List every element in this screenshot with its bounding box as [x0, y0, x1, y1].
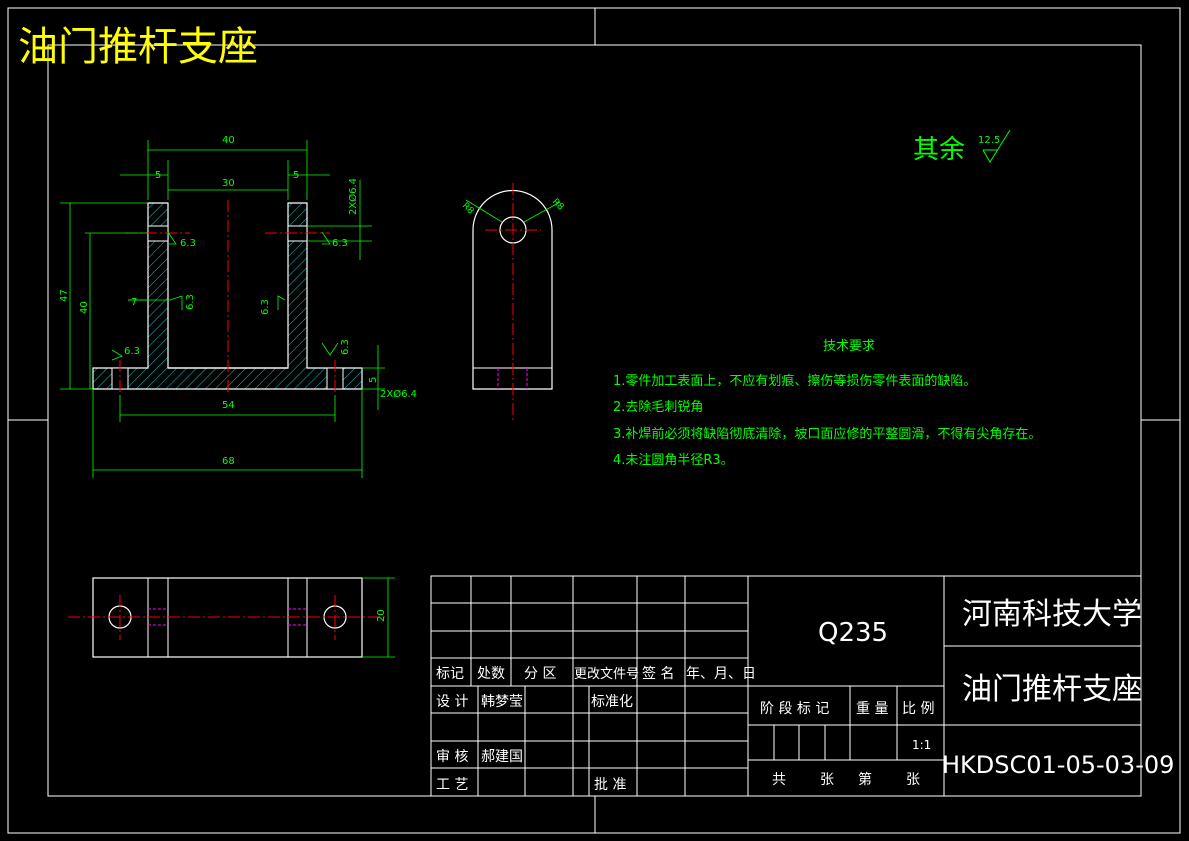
dim-40-vertical: 40 [79, 301, 90, 314]
tech-item-1: 1.零件加工表面上，不应有划痕、擦伤等损伤零件表面的缺陷。 [613, 373, 976, 389]
tb-approve-label: 批 准 [594, 777, 626, 793]
tb-sheets-total: 共 [772, 772, 786, 788]
tb-scale: 1:1 [912, 738, 931, 752]
tb-header-zone: 分 区 [524, 666, 556, 682]
surface-mark-1: 6.3 [180, 238, 196, 249]
tb-header-mark: 标记 [436, 666, 464, 682]
surface-mark-3: 6.3 [185, 294, 196, 310]
surface-mark-2: 6.3 [332, 238, 348, 249]
tb-check-label: 审 核 [436, 749, 468, 765]
roughness-symbol [982, 129, 1011, 163]
surface-mark-5: 6.3 [124, 346, 140, 357]
tb-checker: 郝建国 [481, 749, 523, 765]
tb-std-label: 标准化 [591, 694, 633, 710]
surface-mark-6: 6.3 [340, 339, 351, 355]
dim-20: 20 [376, 609, 387, 622]
tb-header-date: 年、月、日 [686, 666, 756, 682]
title-block [430, 575, 1142, 797]
tb-material: Q235 [818, 618, 888, 648]
dim-40: 40 [222, 135, 235, 146]
dim-5-right: 5 [293, 170, 299, 181]
tb-scale-label: 比 例 [902, 701, 934, 717]
tb-designer: 韩梦莹 [481, 694, 523, 710]
dim-68: 68 [222, 456, 235, 467]
dim-47: 47 [59, 289, 70, 302]
tech-item-4: 4.未注圆角半径R3。 [613, 453, 734, 468]
top-view: 20 [68, 577, 395, 658]
side-view: R8 R8 [460, 183, 566, 420]
tech-title: 技术要求 [823, 339, 875, 354]
dim-5-vertical: 5 [368, 377, 379, 383]
tech-item-3: 3.补焊前必须将缺陷彻底清除，坡口面应修的平整圆滑，不得有尖角存在。 [613, 426, 1041, 442]
dim-hole-bottom: 2XØ6.4 [380, 388, 417, 400]
dim-30: 30 [222, 178, 235, 189]
tb-header-sign: 签 名 [642, 665, 674, 682]
tb-school: 河南科技大学 [962, 597, 1142, 632]
dim-7: 7 [131, 297, 137, 308]
tb-sheets-no: 第 [858, 771, 872, 788]
dim-hole-top: 2XØ6.4 [347, 178, 359, 215]
tb-sheets-unit2: 张 [906, 772, 920, 788]
tb-process-label: 工 艺 [436, 777, 468, 793]
tech-requirements: 技术要求 1.零件加工表面上，不应有划痕、擦伤等损伤零件表面的缺陷。 2.去除毛… [613, 339, 1041, 468]
surface-mark-4: 6.3 [260, 299, 271, 315]
side-radius-right: R8 [550, 197, 566, 213]
tb-weight-label: 重 量 [856, 701, 888, 717]
dim-54: 54 [222, 400, 235, 411]
dim-5-left: 5 [155, 170, 161, 181]
roughness-label: 其余 [913, 135, 965, 165]
tb-stage-label: 阶 段 标 记 [760, 701, 829, 717]
drawing-title: 油门推杆支座 [18, 24, 258, 70]
front-dimensions [60, 140, 385, 478]
tb-drawing-no: HKDSC01-05-03-09 [942, 751, 1174, 779]
tech-item-2: 2.去除毛刺锐角 [613, 400, 703, 415]
tb-part-name: 油门推杆支座 [962, 672, 1142, 707]
roughness-value: 12.5 [978, 135, 1000, 146]
tb-header-count: 处数 [477, 666, 505, 682]
tb-sheets-unit1: 张 [820, 772, 834, 788]
tb-header-doc: 更改文件号 [574, 667, 639, 682]
tb-design-label: 设 计 [436, 694, 468, 710]
side-radius-left: R8 [460, 201, 476, 217]
